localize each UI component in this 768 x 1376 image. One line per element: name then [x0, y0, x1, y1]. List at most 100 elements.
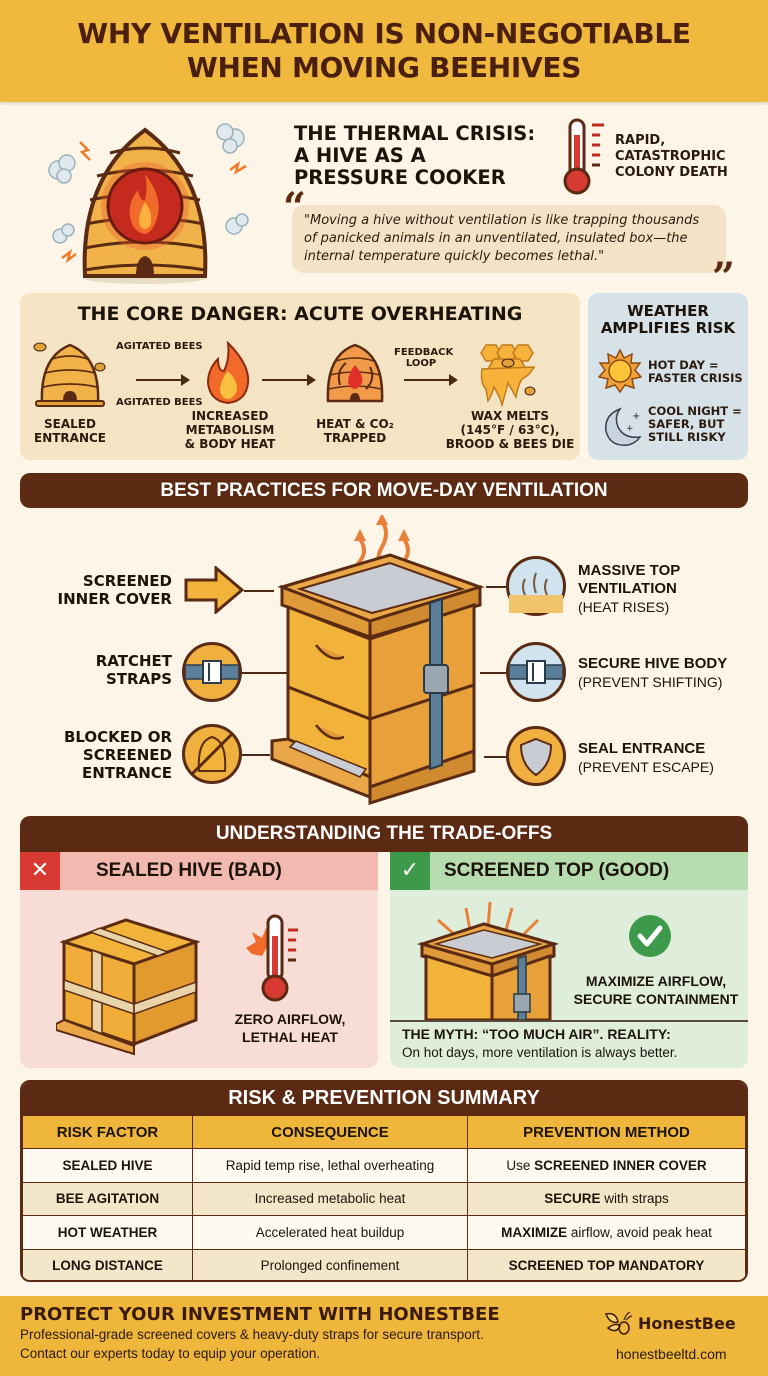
sealed-skep-icon	[33, 342, 106, 407]
table-header-row: RISK FACTOR CONSEQUENCE PREVENTION METHO…	[22, 1114, 746, 1150]
connector-line	[486, 586, 506, 588]
crisis-title-line: A HIVE AS A	[294, 144, 426, 167]
summary-table-panel: RISK & PREVENTION SUMMARY RISK FACTOR CO…	[20, 1080, 748, 1282]
label-line: METABOLISM	[185, 423, 275, 437]
label-line: SEAL ENTRANCE	[578, 740, 706, 757]
agitated-bees-label-top: AGITATED BEES	[116, 341, 203, 352]
footer-title: PROTECT YOUR INVESTMENT WITH HONESTBEE	[20, 1304, 500, 1325]
cool-night-label: COOL NIGHT = SAFER, BUT STILL RISKY	[648, 405, 742, 444]
myth-heading: THE MYTH: “TOO MUCH AIR”. REALITY:	[402, 1026, 671, 1042]
check-mark-icon: ✓	[390, 852, 430, 890]
label-line: ENTRANCE	[82, 764, 172, 782]
consequence-cell: Rapid temp rise, lethal overheating	[192, 1148, 468, 1183]
crisis-result-line: CATASTROPHIC	[615, 149, 726, 164]
prevention-emphasis: MAXIMIZE	[501, 1224, 568, 1240]
core-danger-title: THE CORE DANGER: ACUTE OVERHEATING	[77, 303, 523, 325]
overheating-beehive-icon	[48, 123, 249, 284]
prevention-text: airflow, avoid peak heat	[567, 1224, 712, 1240]
best-practices-header: BEST PRACTICES FOR MOVE-DAY VENTILATION	[20, 473, 748, 508]
label-line: SAFER, BUT	[648, 417, 725, 431]
weather-title: WEATHER AMPLIFIES RISK	[588, 303, 748, 337]
step-wax-melts-label: WAX MELTS (145°F / 63°C), BROOD & BEES D…	[440, 409, 580, 451]
label-line: BROOD & BEES DIE	[445, 437, 575, 451]
consequence-cell: Increased metabolic heat	[192, 1181, 468, 1217]
prevention-cell: Use SCREENED INNER COVER	[467, 1148, 746, 1183]
screened-top-header: ✓ SCREENED TOP (GOOD)	[390, 852, 748, 890]
brand-logo[interactable]: HonestBee	[604, 1310, 736, 1336]
crisis-title-line: PRESSURE COOKER	[294, 166, 506, 189]
arrow-right-icon	[184, 566, 244, 614]
label-line: (145°F / 63°C),	[460, 423, 560, 437]
connector-line	[484, 756, 506, 758]
flame-icon	[206, 341, 250, 405]
close-quote-icon: ”	[712, 254, 736, 301]
column-header: CONSEQUENCE	[192, 1114, 468, 1150]
annotation-text: FEEDBACK LOOP	[394, 347, 454, 369]
no-entrance-icon	[182, 724, 242, 784]
screened-inner-cover-label: SCREENED INNER COVER	[52, 572, 172, 608]
consequence-cell: Prolonged confinement	[192, 1248, 468, 1280]
label-line: FASTER CRISIS	[648, 371, 743, 385]
prevention-cell: SECURE with straps	[467, 1181, 746, 1217]
label-sub: (PREVENT ESCAPE)	[578, 759, 714, 775]
table-row: SEALED HIVE Rapid temp rise, lethal over…	[22, 1148, 746, 1183]
footer-banner: PROTECT YOUR INVESTMENT WITH HONESTBEE P…	[0, 1296, 768, 1376]
label-line: BLOCKED OR	[63, 728, 172, 746]
label-line: SECURE HIVE BODY	[578, 655, 728, 672]
connector-line	[242, 672, 288, 674]
label-line: MASSIVE TOP	[578, 562, 681, 579]
thermometer-icon	[563, 118, 604, 195]
consequence-cell: Accelerated heat buildup	[192, 1215, 468, 1250]
label-line: & BODY HEAT	[184, 437, 276, 451]
sealed-hive-panel: ✕ SEALED HIVE (BAD) ZERO AIRFLOW, LETHAL…	[20, 852, 378, 1068]
x-mark-icon: ✕	[20, 852, 60, 890]
blocked-entrance-label: BLOCKED OR SCREENED ENTRANCE	[52, 728, 172, 782]
heated-skep-icon	[326, 343, 384, 403]
sealed-hive-header: ✕ SEALED HIVE (BAD)	[20, 852, 378, 890]
label-line: STILL RISKY	[648, 430, 726, 444]
screened-hive-icon	[416, 901, 560, 1020]
svg-text:+: +	[626, 424, 634, 434]
screened-top-panel: ✓ SCREENED TOP (GOOD) MAXIMIZE AIRFLOW, …	[390, 852, 748, 1068]
flow-arrow	[404, 374, 458, 386]
flow-arrow	[136, 374, 190, 386]
sealed-hive-title: SEALED HIVE (BAD)	[96, 860, 282, 881]
label-line: ENTRANCE	[34, 431, 106, 445]
label-line: RATCHET	[95, 652, 172, 670]
brand-url-link[interactable]: honestbeeltd.com	[616, 1346, 727, 1362]
summary-title: RISK & PREVENTION SUMMARY	[22, 1082, 746, 1115]
melting-honeycomb-icon	[480, 344, 536, 408]
flow-arrow	[262, 374, 316, 386]
caption-line: ZERO AIRFLOW,	[234, 1011, 346, 1027]
label-line: SEALED	[44, 417, 96, 431]
label-line: HEAT & CO₂	[316, 417, 394, 431]
caption-line: SECURE CONTAINMENT	[573, 991, 739, 1007]
label-sub: (PREVENT SHIFTING)	[578, 674, 723, 690]
table-row: HOT WEATHER Accelerated heat buildup MAX…	[22, 1215, 746, 1250]
tradeoffs-section: UNDERSTANDING THE TRADE-OFFS ✕ SEALED HI…	[20, 816, 748, 1068]
hive-diagram-icon	[270, 515, 485, 805]
myth-callout: THE MYTH: “TOO MUCH AIR”. REALITY: On ho…	[390, 1020, 748, 1068]
label-sub: (HEAT RISES)	[578, 599, 670, 615]
title-line: WEATHER	[627, 302, 709, 320]
top-ventilation-label: MASSIVE TOP VENTILATION (HEAT RISES)	[578, 562, 680, 616]
label-line: STRAPS	[106, 670, 172, 688]
label-line: TRAPPED	[323, 431, 387, 445]
table-row: LONG DISTANCE Prolonged confinement SCRE…	[22, 1248, 746, 1280]
quote-text: "Moving a hive without ventilation is li…	[304, 213, 700, 264]
ratchet-straps-label: RATCHET STRAPS	[52, 652, 172, 688]
step-metabolism-label: INCREASED METABOLISM & BODY HEAT	[180, 409, 280, 451]
prevention-cell: SCREENED TOP MANDATORY	[467, 1248, 746, 1280]
myth-body: On hot days, more ventilation is always …	[402, 1045, 678, 1060]
screened-top-caption: MAXIMIZE AIRFLOW, SECURE CONTAINMENT	[568, 972, 744, 1008]
agitated-bees-label-bottom: AGITATED BEES	[116, 397, 203, 408]
risk-factor-cell: SEALED HIVE	[22, 1148, 193, 1183]
sealed-hive-caption: ZERO AIRFLOW, LETHAL HEAT	[230, 1010, 350, 1046]
crisis-result: RAPID, CATASTROPHIC COLONY DEATH	[615, 133, 728, 181]
prevention-cell: MAXIMIZE airflow, avoid peak heat	[467, 1215, 746, 1250]
title-line: AMPLIFIES RISK	[600, 319, 736, 337]
label-line: INNER COVER	[57, 590, 172, 608]
overheat-thermometer-icon	[246, 914, 298, 1002]
risk-factor-cell: BEE AGITATION	[22, 1181, 193, 1217]
strap-buckle-icon	[506, 642, 566, 702]
